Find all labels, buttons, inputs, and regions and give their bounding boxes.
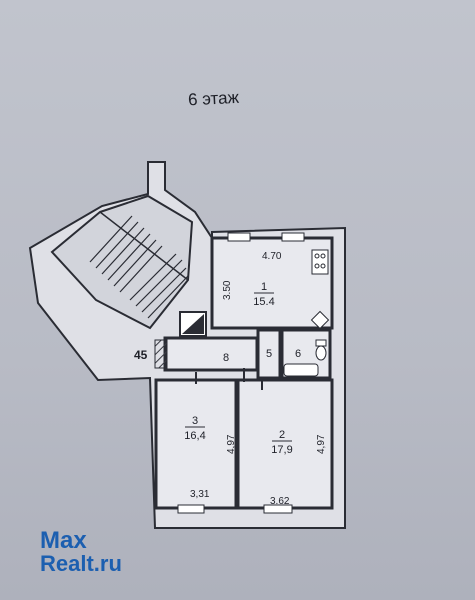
room-3 (154, 378, 238, 510)
svg-text:16,4: 16,4 (184, 430, 205, 442)
room-label-3: 3 16,4 (184, 415, 205, 442)
dim-room3-depth: 4,97 (226, 434, 237, 454)
stair-number: 45 (134, 348, 148, 362)
dim-room1-depth: 3.50 (222, 280, 233, 300)
room-8 (163, 336, 259, 372)
elevator (179, 311, 207, 337)
dim-room3-width: 3,31 (190, 489, 210, 500)
dim-room1-width: 4.70 (262, 251, 282, 262)
svg-text:Realt.ru: Realt.ru (40, 551, 122, 576)
room-label-8: 8 (223, 352, 229, 364)
room-label-6: 6 (295, 348, 301, 360)
entrance-hatch (154, 339, 168, 369)
room-5 (256, 328, 282, 380)
svg-text:1: 1 (261, 281, 267, 293)
bathtub-icon (283, 363, 319, 377)
dim-room2-width: 3.62 (270, 496, 290, 507)
svg-text:3: 3 (192, 415, 198, 427)
maxrealt-watermark: Max Realt.ru (40, 527, 122, 576)
floor-label: 6 этаж (188, 88, 240, 110)
room-label-1: 1 15.4 (253, 281, 274, 308)
toilet-icon (315, 339, 327, 361)
room-label-2: 2 17,9 (271, 429, 292, 456)
svg-text:2: 2 (279, 429, 285, 441)
room-2 (236, 378, 334, 510)
stove-icon (311, 249, 329, 275)
svg-text:15.4: 15.4 (253, 296, 274, 308)
staircase (50, 194, 194, 330)
sink-icon (310, 310, 330, 330)
dim-room2-depth: 4,97 (316, 434, 327, 454)
room-label-5: 5 (266, 348, 272, 360)
svg-text:Max: Max (40, 527, 87, 554)
svg-text:17,9: 17,9 (271, 444, 292, 456)
